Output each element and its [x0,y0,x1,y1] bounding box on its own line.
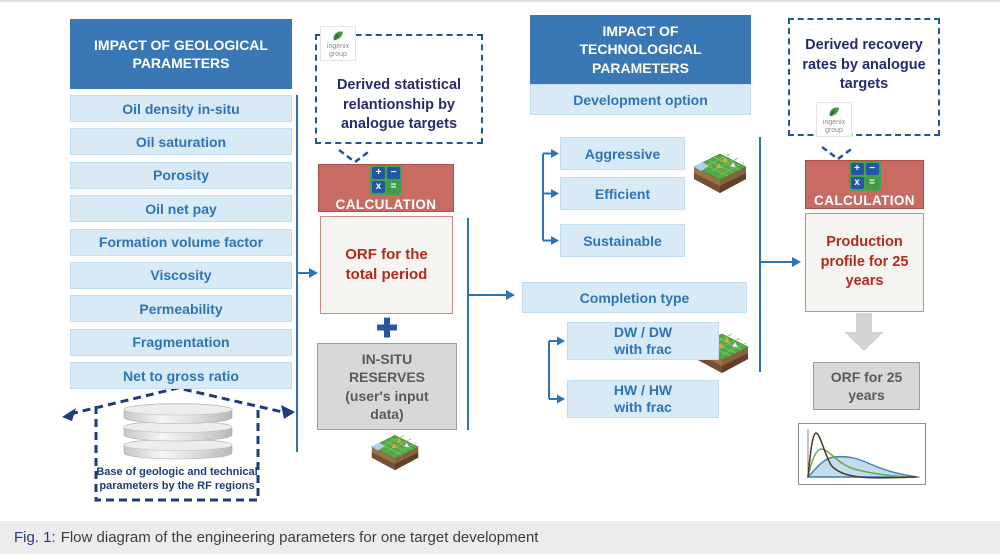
logo-line2: group [329,51,347,58]
derived-statistical-text: Derived statistical relantionship by ana… [336,77,462,133]
completion-hw-label: HW / HW with frac [613,381,673,416]
parameter-permeability: Permeability [70,295,292,323]
logo-line1: ingenix [822,119,846,126]
calc-plus-tile: + [850,163,864,175]
development-terrain-icon [693,153,747,194]
development-option-box: Development option [530,84,751,115]
completion-dw-box: DW / DW with frac [567,322,719,360]
option-aggressive: Aggressive [560,137,685,170]
database-icon [123,403,233,460]
calc-equals-tile: = [865,177,879,189]
calculator-icon: + − x = [848,161,881,191]
parameter-oil-density: Oil density in-situ [70,95,292,122]
completion-type-box: Completion type [522,282,747,313]
gray-down-arrow [844,313,884,351]
parameter-formation-volume-factor: Formation volume factor [70,228,292,256]
calculation-box-left: + − x = CALCULATION [318,164,454,212]
production-profile-box: Production profile for 25 years [805,213,924,312]
parameter-porosity: Porosity [70,161,292,189]
production-chart-icon [798,423,926,485]
caption-prefix: Fig. 1: [14,529,56,546]
calculation-box-right: + − x = CALCULATION [805,160,924,209]
derived-recovery-text: Derived recovery rates by analogue targe… [802,37,926,93]
technological-header: IMPACT OF TECHNOLOGICAL PARAMETERS [530,15,751,84]
calc-equals-tile: = [387,180,400,193]
insitu-reserves-label: IN-SITU RESERVES (user's input data) [345,351,429,422]
ingenix-logo-text: ingenix group [817,119,851,135]
option-efficient: Efficient [560,177,685,210]
ingenix-leaf-icon [829,107,839,117]
logo-line2: group [825,127,843,134]
insitu-reserves-box: IN-SITU RESERVES (user's input data) [317,343,457,430]
parameter-net-to-gross: Net to gross ratio [70,362,292,390]
parameter-oil-saturation: Oil saturation [70,128,292,156]
parameter-fragmentation: Fragmentation [70,328,292,356]
orf-25-box: ORF for 25 years [813,362,920,410]
calc-plus-tile: + [372,166,385,179]
completion-dw-label: DW / DW with frac [613,323,673,358]
ingenix-logo-text: ingenix group [321,43,355,59]
orf-25-label: ORF for 25 years [830,368,903,403]
derived-recovery-note: Derived recovery rates by analogue targe… [788,18,940,136]
parameter-viscosity: Viscosity [70,261,292,289]
orf-total-label: ORF for the total period [345,245,428,283]
geological-header-label: IMPACT OF GEOLOGICAL PARAMETERS [94,36,268,71]
ingenix-logo-right: ingenix group [816,102,852,137]
geological-header: IMPACT OF GEOLOGICAL PARAMETERS [70,19,292,89]
option-sustainable: Sustainable [560,224,685,257]
house-arrow-tips [62,405,295,421]
production-profile-label: Production profile for 25 years [820,234,909,290]
database-caption: Base of geologic and technical parameter… [96,466,258,492]
calc-multiply-tile: x [850,177,864,189]
parameter-oil-net-pay: Oil net pay [70,195,292,223]
ingenix-leaf-icon [333,31,343,41]
caption-text: Flow diagram of the engineering paramete… [60,529,539,546]
plus-icon: ✚ [376,313,398,343]
technological-header-label: IMPACT OF TECHNOLOGICAL PARAMETERS [579,23,702,76]
logo-line1: ingenix [326,43,350,50]
calculator-icon: + − x = [370,164,402,195]
ingenix-logo: ingenix group [320,26,356,61]
calc-minus-tile: − [865,163,879,175]
calculation-label: CALCULATION [814,193,915,208]
geological-parameter-list: Oil density in-situ Oil saturation Poros… [70,95,292,396]
figure-caption: Fig. 1: Flow diagram of the engineering … [0,521,1000,554]
geology-block-icon [371,434,419,471]
calc-multiply-tile: x [372,180,385,193]
calc-minus-tile: − [387,166,400,179]
completion-hw-box: HW / HW with frac [567,380,719,418]
orf-total-box: ORF for the total period [320,216,453,314]
calculation-label: CALCULATION [335,196,437,212]
